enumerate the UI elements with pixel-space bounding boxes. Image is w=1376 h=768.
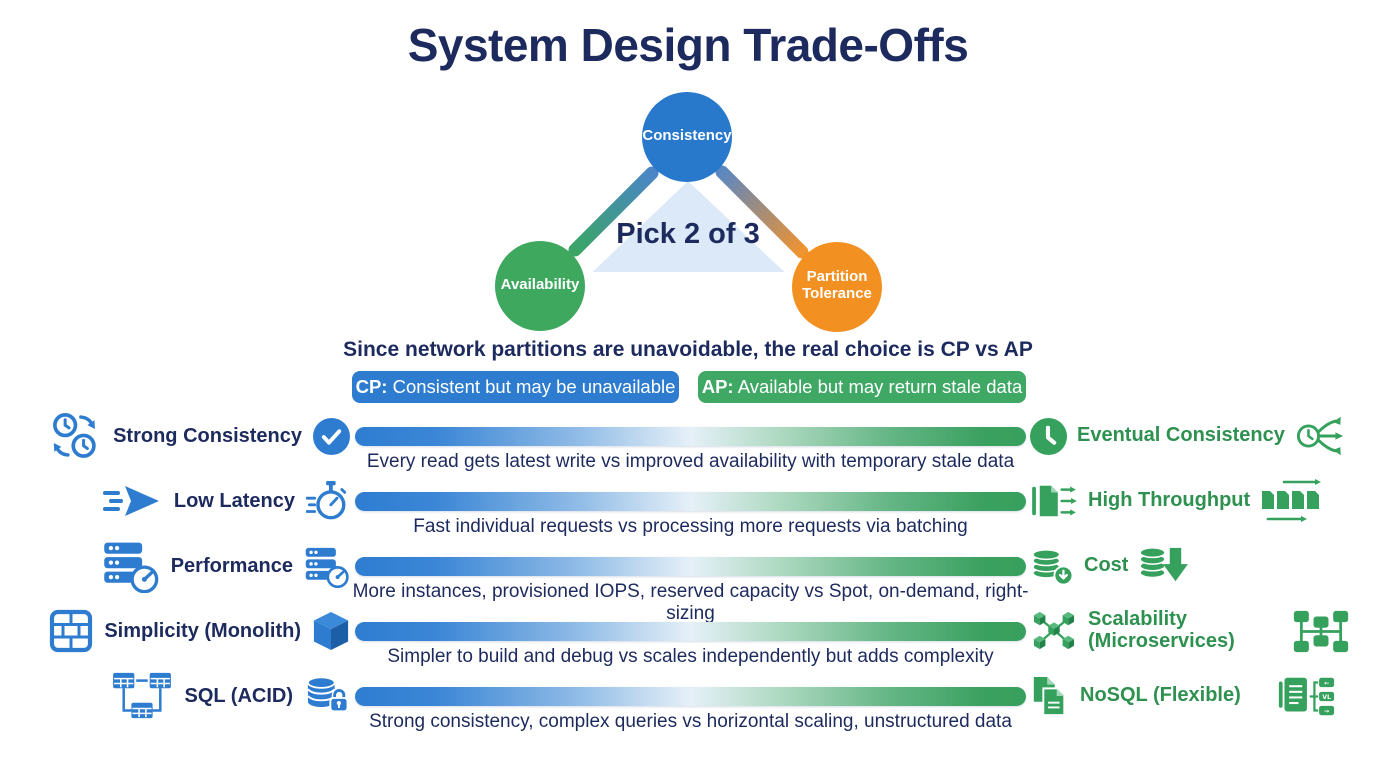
doc-keyvalue-icon: ← VL →: [1277, 674, 1335, 719]
clock-branch-icon: [1295, 413, 1347, 459]
availability-label: Availability: [500, 276, 580, 293]
ap-badge-prefix: AP:: [701, 376, 734, 397]
simplicity-monolith-label: Simplicity (Monolith): [104, 619, 301, 642]
linked-tables-icon: [111, 670, 173, 722]
nosql-flexible-label: NoSQL (Flexible): [1080, 684, 1241, 707]
cube-icon: [312, 610, 350, 652]
tradeoff-bar: [355, 492, 1026, 511]
edge-consistency-availability: [568, 166, 659, 257]
row4-right-group: Scalability (Microservices): [1030, 608, 1360, 654]
database-lock-icon: [304, 675, 350, 717]
clocks-sync-icon: [50, 411, 102, 461]
row5-right-group: NoSQL (Flexible) ←V: [1030, 675, 1360, 717]
server-gauge-icon: [102, 539, 160, 593]
brick-wall-icon: [49, 609, 93, 653]
cap-note: Since network partitions are unavoidable…: [343, 338, 1033, 361]
performance-label: Performance: [170, 554, 293, 577]
scalability-microservices-label: Scalability (Microservices): [1088, 608, 1235, 652]
partition-tolerance-node: [792, 242, 882, 332]
tradeoff-row-database: SQL (ACID) Strong consistency, complex q…: [0, 672, 1376, 739]
batch-docs-icon: [1260, 479, 1324, 523]
speed-arrow-icon: [101, 483, 163, 519]
tradeoff-row-performance: Performance More instances, provisioned …: [0, 542, 1376, 624]
row3-left-group: Performance: [36, 542, 350, 593]
eventual-consistency-label: Eventual Consistency: [1077, 424, 1285, 447]
stopwatch-icon: [306, 480, 350, 522]
sql-acid-label: SQL (ACID): [184, 684, 293, 707]
availability-node: [495, 241, 585, 331]
consistency-node: [642, 92, 732, 182]
pick-2-of-3-label: Pick 2 of 3: [616, 218, 760, 250]
edge-consistency-partition: [715, 165, 809, 259]
row2-left-group: Low Latency: [36, 480, 350, 522]
cost-label: Cost: [1084, 554, 1129, 577]
svg-text:VL: VL: [1322, 693, 1331, 700]
cost-down-arrow-icon: [1138, 544, 1190, 588]
service-network-icon: [1292, 609, 1350, 654]
tradeoff-row-consistency: Strong Consistency Every read gets lates…: [0, 413, 1376, 479]
clock-filled-icon: [1030, 417, 1067, 455]
row5-subtitle: Strong consistency, complex queries vs h…: [369, 711, 1012, 732]
coins-discount-icon: [1030, 546, 1074, 586]
ap-badge-text: Available but may return stale data: [733, 376, 1023, 397]
cp-badge: CP: Consistent but may be unavailable: [352, 371, 679, 403]
tradeoff-bar: [355, 427, 1026, 446]
high-throughput-label: High Throughput: [1088, 489, 1251, 512]
tradeoff-bar: [355, 687, 1026, 706]
svg-text:→: →: [1324, 707, 1329, 714]
cp-badge-text: Consistent but may be unavailable: [387, 376, 676, 397]
tradeoff-bar: [355, 622, 1026, 641]
row2-right-group: High Throughput: [1030, 479, 1360, 523]
server-gauge-icon: [304, 545, 350, 588]
low-latency-label: Low Latency: [173, 489, 295, 512]
row5-left-group: SQL (ACID): [36, 672, 350, 719]
row1-right-group: Eventual Consistency: [1030, 415, 1360, 457]
consistency-label: Consistency: [642, 127, 732, 144]
svg-text:←: ←: [1324, 679, 1329, 686]
ap-badge: AP: Available but may return stale data: [698, 371, 1026, 403]
doc-arrows-icon: [1030, 482, 1078, 520]
row3-right-group: Cost: [1030, 545, 1360, 587]
row2-subtitle: Fast individual requests vs processing m…: [413, 516, 968, 537]
documents-icon: [1030, 675, 1070, 717]
page-title: System Design Trade-Offs: [407, 19, 969, 71]
cubes-cluster-icon: [1030, 610, 1078, 652]
tradeoff-row-architecture: Simplicity (Monolith) Simpler to build a…: [0, 608, 1376, 674]
row4-subtitle: Simpler to build and debug vs scales ind…: [387, 646, 994, 667]
check-circle-icon: [313, 417, 350, 455]
strong-consistency-label: Strong Consistency: [113, 424, 302, 447]
pick-2-of-3-triangle: [582, 174, 795, 278]
row1-left-group: Strong Consistency: [36, 413, 350, 458]
tradeoff-bar: [355, 557, 1026, 576]
row3-subtitle: More instances, provisioned IOPS, reserv…: [352, 581, 1029, 624]
row4-left-group: Simplicity (Monolith): [36, 609, 350, 653]
tradeoff-row-latency: Low Latency Fast individual requests vs …: [0, 479, 1376, 544]
cap-triangle-diagram: [495, 92, 882, 332]
partition-tolerance-label: Partition Tolerance: [802, 268, 872, 302]
row1-subtitle: Every read gets latest write vs improved…: [366, 451, 1015, 472]
cp-badge-prefix: CP:: [355, 376, 388, 397]
